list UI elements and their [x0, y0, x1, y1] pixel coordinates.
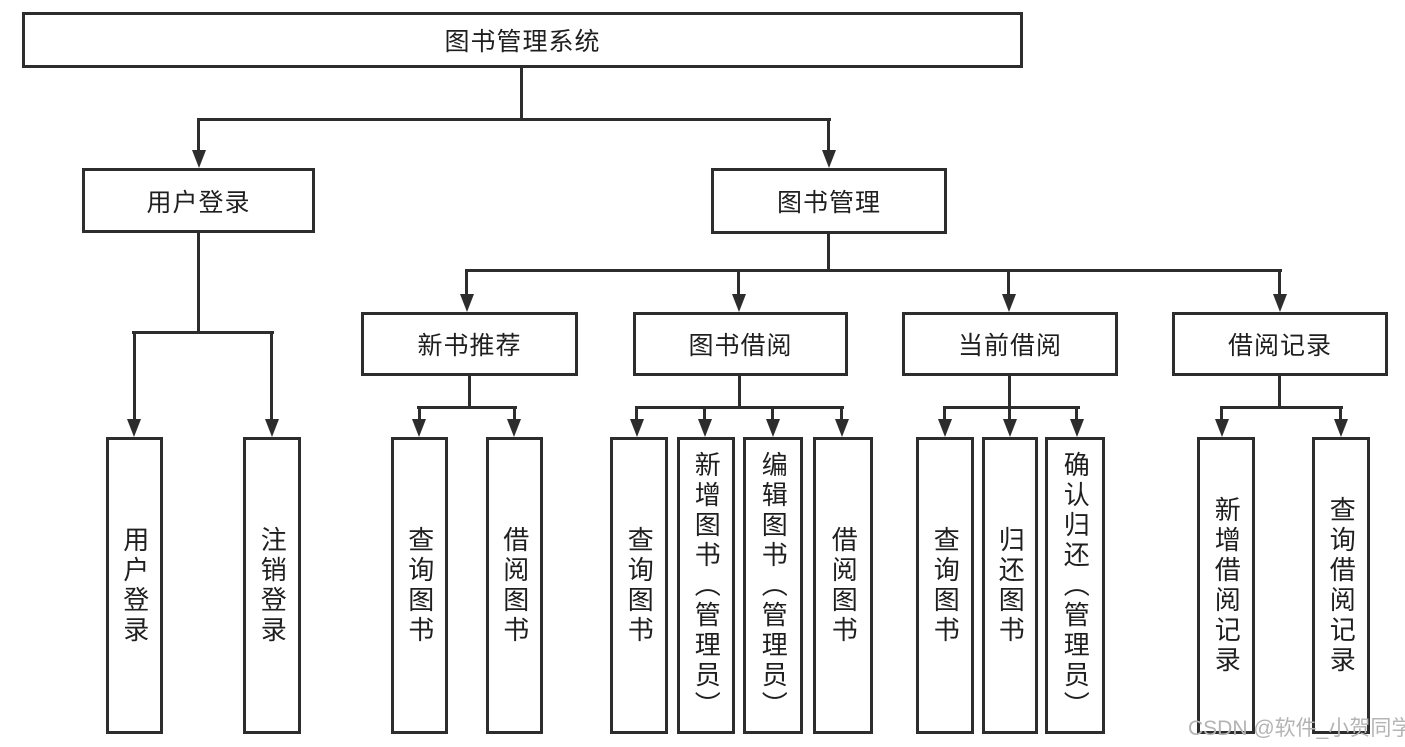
connector-group1-down [468, 376, 471, 408]
leaf-confirm-return-admin: 确认归还（管理员） [1045, 437, 1105, 734]
connector-mgmt-down [827, 234, 830, 271]
arrow-down-g4-leaf2 [1334, 419, 1348, 437]
connector-g3-leaf2-stem [1008, 408, 1011, 421]
node-user-login: 用户登录 [82, 168, 315, 233]
arrow-down-g4-leaf1 [1215, 419, 1229, 437]
arrow-down-group-book-borrow [732, 294, 746, 312]
connector-login-stem [197, 120, 200, 154]
connector-mgmt-stem [827, 120, 830, 154]
node-root: 图书管理系统 [22, 12, 1023, 68]
leaf-add-book-admin-label: 新增图书（管理员） [691, 450, 722, 721]
leaf-borrow-book-recommend: 借阅图书 [486, 437, 543, 734]
node-current-borrow-label: 当前借阅 [957, 332, 1062, 360]
connector-group4-stem [1278, 271, 1281, 296]
arrow-down-group-new-book [460, 294, 474, 312]
leaf-user-login: 用户登录 [106, 437, 163, 734]
leaf-query-book-recommend: 查询图书 [391, 437, 448, 734]
connector-group1-bar [417, 406, 517, 409]
arrow-down-g2-leaf1 [630, 419, 644, 437]
leaf-add-borrow-record: 新增借阅记录 [1197, 437, 1255, 734]
connector-g2-leaf3-stem [771, 408, 774, 421]
leaf-query-book-current-label: 查询图书 [930, 525, 961, 646]
leaf-borrow-book: 借阅图书 [813, 437, 873, 734]
connector-g4-leaf1-stem [1220, 408, 1223, 421]
connector-group3-down [1008, 376, 1011, 408]
arrow-down-g3-leaf1 [938, 419, 952, 437]
leaf-borrow-book-recommend-label: 借阅图书 [499, 525, 530, 646]
node-book-borrow-label: 图书借阅 [688, 332, 793, 360]
connector-mgmt-bar [465, 269, 1282, 272]
node-book-management-label: 图书管理 [776, 189, 881, 217]
connector-group1-stem [465, 271, 468, 296]
leaf-query-book-recommend-label: 查询图书 [404, 525, 435, 646]
node-new-book-recommend-label: 新书推荐 [417, 332, 522, 360]
leaf-return-book: 归还图书 [982, 437, 1038, 734]
leaf-borrow-book-label: 借阅图书 [828, 525, 859, 646]
leaf-query-book-current: 查询图书 [916, 437, 974, 734]
arrow-down-g1-leaf1 [412, 419, 426, 437]
leaf-add-borrow-record-label: 新增借阅记录 [1211, 495, 1242, 676]
csdn-watermark: CSDN @软件_小贺同学 [1188, 717, 1405, 740]
arrow-down-g2-leaf2 [698, 419, 712, 437]
arrow-down-g2-leaf3 [766, 419, 780, 437]
leaf-add-book-admin: 新增图书（管理员） [677, 437, 735, 734]
connector-login-down [197, 233, 200, 334]
leaf-edit-book-admin-label: 编辑图书（管理员） [758, 450, 789, 721]
connector-group2-down [738, 376, 741, 408]
connector-group4-bar [1220, 406, 1343, 409]
node-book-borrow: 图书借阅 [633, 312, 848, 376]
leaf-query-borrow-record: 查询借阅记录 [1312, 437, 1370, 734]
connector-group2-bar [635, 406, 844, 409]
arrow-down-leaf-user-login [127, 419, 141, 437]
connector-login-leaf2-stem [270, 333, 273, 421]
arrow-down-group-borrow-record [1273, 294, 1287, 312]
connector-login-leaf1-stem [133, 333, 136, 421]
connector-group2-stem [737, 271, 740, 296]
leaf-query-book-borrow-label: 查询图书 [624, 525, 655, 646]
connector-group4-down [1278, 376, 1281, 408]
connector-g3-leaf3-stem [1075, 408, 1078, 421]
connector-g2-leaf1-stem [635, 408, 638, 421]
connector-g2-leaf2-stem [703, 408, 706, 421]
node-user-login-label: 用户登录 [146, 188, 251, 217]
connector-root-stem [520, 68, 523, 120]
leaf-confirm-return-admin-label: 确认归还（管理员） [1060, 450, 1091, 721]
arrow-down-group-current-borrow [1002, 294, 1016, 312]
node-borrow-record-label: 借阅记录 [1227, 332, 1332, 360]
arrow-down-g1-leaf2 [507, 419, 521, 437]
connector-root-bar [197, 118, 831, 121]
leaf-query-book-borrow: 查询图书 [610, 437, 668, 734]
node-borrow-record: 借阅记录 [1172, 312, 1388, 376]
arrow-down-mgmt [822, 150, 836, 168]
leaf-user-login-label: 用户登录 [119, 525, 150, 646]
connector-g3-leaf1-stem [943, 408, 946, 421]
connector-login-bar [132, 331, 274, 334]
leaf-return-book-label: 归还图书 [995, 525, 1026, 646]
connector-g2-leaf4-stem [840, 408, 843, 421]
connector-g1-leaf1-stem [418, 408, 421, 421]
arrow-down-g2-leaf4 [835, 419, 849, 437]
node-current-borrow: 当前借阅 [902, 312, 1118, 376]
node-root-label: 图书管理系统 [444, 28, 601, 56]
leaf-logout: 注销登录 [243, 437, 301, 734]
leaf-edit-book-admin: 编辑图书（管理员） [743, 437, 803, 734]
connector-g4-leaf2-stem [1339, 408, 1342, 421]
connector-group3-bar [943, 406, 1080, 409]
leaf-logout-label: 注销登录 [257, 525, 288, 646]
arrow-down-login [192, 150, 206, 168]
node-new-book-recommend: 新书推荐 [361, 312, 578, 376]
arrow-down-g3-leaf3 [1070, 419, 1084, 437]
arrow-down-leaf-logout [265, 419, 279, 437]
arrow-down-g3-leaf2 [1003, 419, 1017, 437]
leaf-query-borrow-record-label: 查询借阅记录 [1326, 495, 1357, 676]
node-book-management: 图书管理 [711, 168, 947, 234]
connector-group3-stem [1007, 271, 1010, 296]
connector-g1-leaf2-stem [513, 408, 516, 421]
